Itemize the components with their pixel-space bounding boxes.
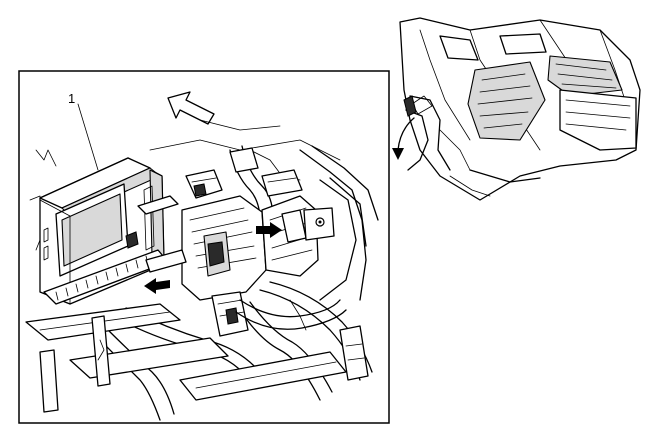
release-arrow-icon	[256, 222, 282, 238]
callout-1-leader	[77, 103, 99, 171]
control-module	[39, 157, 187, 305]
removal-arrow-icon	[392, 117, 415, 160]
slide-arrow-icon	[144, 278, 170, 294]
detail-artwork	[25, 103, 379, 421]
callout-1-label: 1	[68, 91, 75, 106]
overview-inset	[392, 17, 641, 201]
direction-arrow-icon	[167, 91, 215, 125]
